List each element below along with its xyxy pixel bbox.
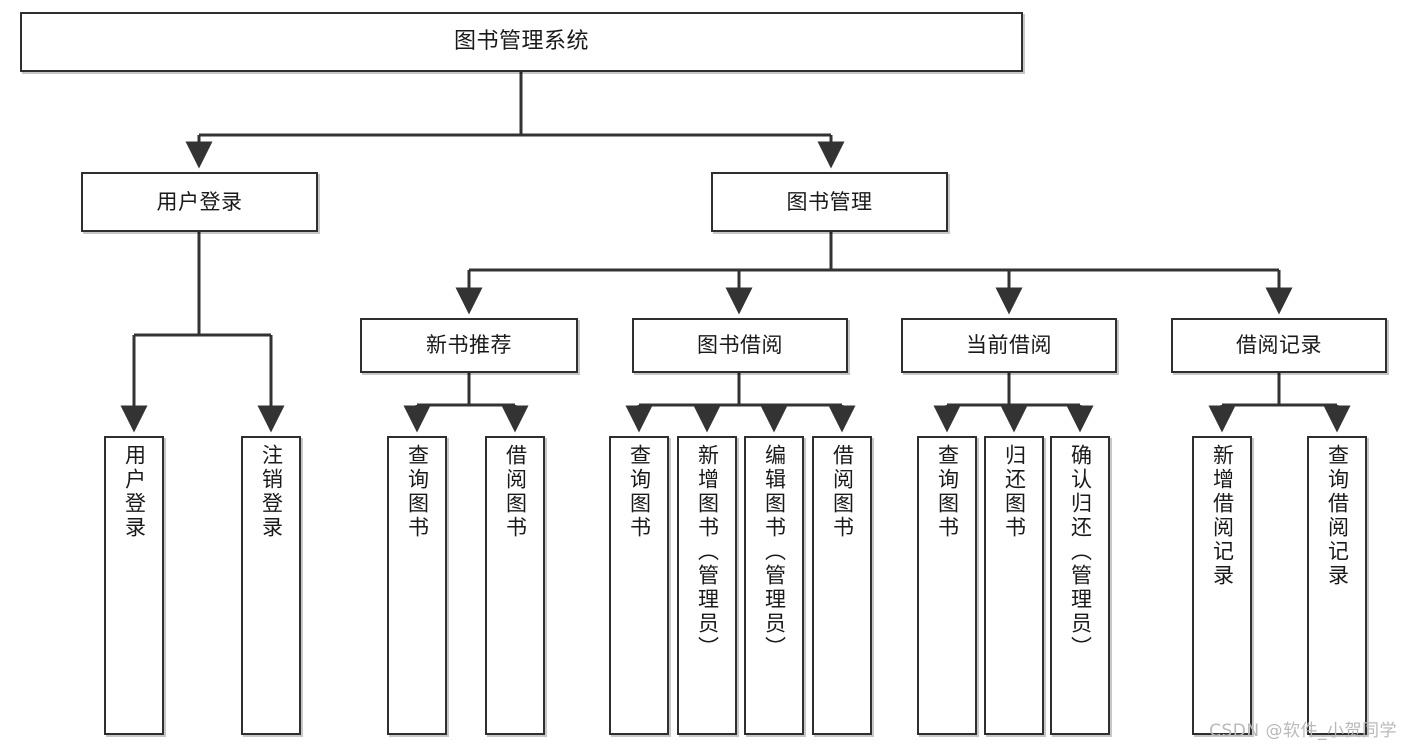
leaf-current-borrow-return-label: 归还图书 [1002, 444, 1027, 540]
leaf-new-book-borrow[interactable]: 借阅图书 [485, 436, 545, 735]
leaf-user-login-signin[interactable]: 用户登录 [104, 436, 164, 735]
node-book-borrow-label: 图书借阅 [697, 333, 783, 358]
leaf-book-borrow-query-label: 查询图书 [627, 444, 652, 540]
node-current-borrow-label: 当前借阅 [966, 333, 1052, 358]
leaf-new-book-query-label: 查询图书 [405, 444, 430, 540]
node-book-borrow[interactable]: 图书借阅 [632, 318, 848, 373]
leaf-current-borrow-query-label: 查询图书 [935, 444, 960, 540]
node-new-book-recommend-label: 新书推荐 [426, 333, 512, 358]
leaf-new-book-query[interactable]: 查询图书 [387, 436, 447, 735]
node-new-book-recommend[interactable]: 新书推荐 [360, 318, 578, 373]
leaf-book-borrow-edit-label: 编辑图书（管理员） [762, 444, 787, 660]
node-user-login-label: 用户登录 [156, 189, 243, 214]
node-root-label: 图书管理系统 [453, 29, 589, 55]
node-book-management[interactable]: 图书管理 [711, 172, 948, 232]
watermark-text: CSDN @软件_小贺同学 [1209, 721, 1397, 741]
leaf-borrow-record-query-label: 查询借阅记录 [1325, 444, 1350, 588]
node-borrow-record[interactable]: 借阅记录 [1171, 318, 1387, 373]
node-root[interactable]: 图书管理系统 [20, 12, 1023, 72]
leaf-user-login-signout-label: 注销登录 [259, 444, 284, 540]
node-borrow-record-label: 借阅记录 [1236, 333, 1322, 358]
leaf-user-login-signout[interactable]: 注销登录 [241, 436, 301, 735]
leaf-book-borrow-edit[interactable]: 编辑图书（管理员） [744, 436, 804, 735]
leaf-borrow-record-add-label: 新增借阅记录 [1210, 444, 1235, 588]
leaf-book-borrow-lend-label: 借阅图书 [830, 444, 855, 540]
leaf-book-borrow-add-label: 新增图书（管理员） [695, 444, 720, 660]
leaf-current-borrow-confirm[interactable]: 确认归还（管理员） [1050, 436, 1110, 735]
leaf-new-book-borrow-label: 借阅图书 [503, 444, 528, 540]
node-current-borrow[interactable]: 当前借阅 [901, 318, 1117, 373]
leaf-user-login-signin-label: 用户登录 [122, 444, 147, 540]
node-book-management-label: 图书管理 [786, 189, 873, 214]
leaf-current-borrow-confirm-label: 确认归还（管理员） [1068, 444, 1093, 660]
leaf-book-borrow-add[interactable]: 新增图书（管理员） [677, 436, 737, 735]
leaf-borrow-record-add[interactable]: 新增借阅记录 [1192, 436, 1252, 735]
node-user-login[interactable]: 用户登录 [81, 172, 318, 232]
leaf-book-borrow-lend[interactable]: 借阅图书 [812, 436, 872, 735]
leaf-borrow-record-query[interactable]: 查询借阅记录 [1307, 436, 1367, 735]
leaf-current-borrow-return[interactable]: 归还图书 [984, 436, 1044, 735]
leaf-book-borrow-query[interactable]: 查询图书 [609, 436, 669, 735]
leaf-current-borrow-query[interactable]: 查询图书 [917, 436, 977, 735]
